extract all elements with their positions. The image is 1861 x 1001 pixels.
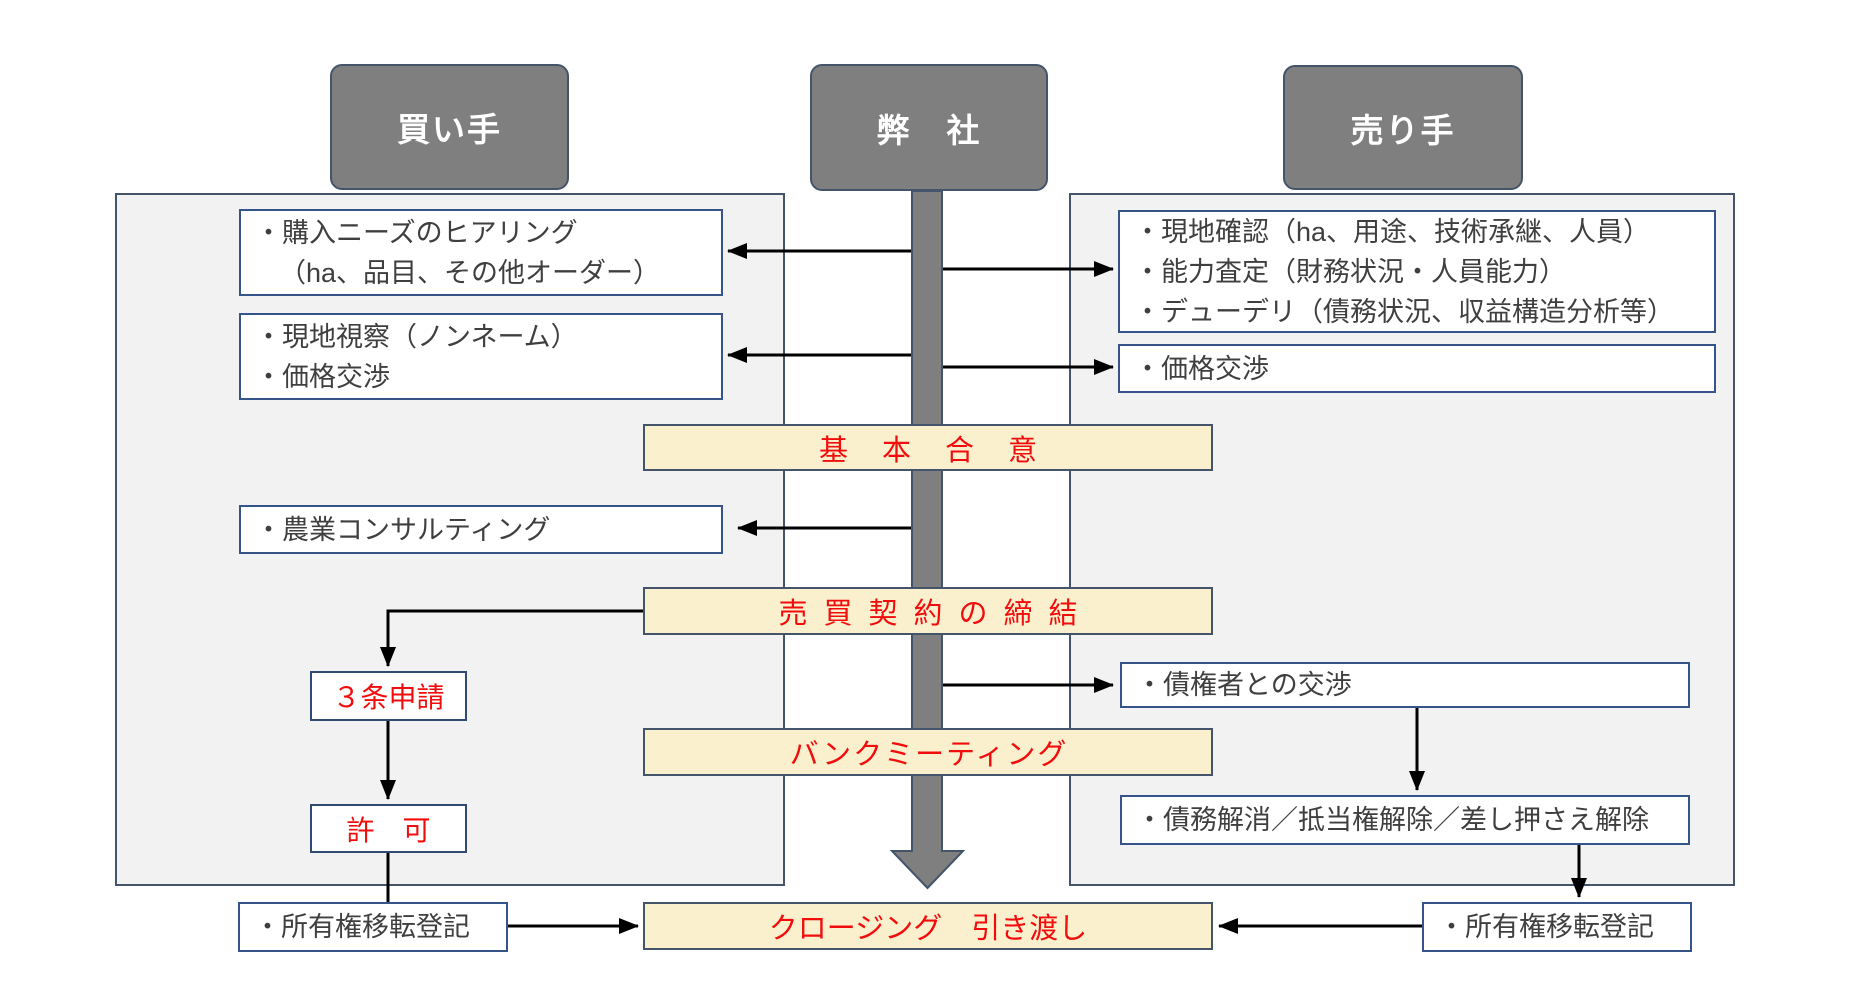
article3-application-label: ３条申請 — [332, 682, 445, 713]
header-buyer-label: 買い手 — [397, 111, 502, 148]
creditor-negotiation-label: ・債権者との交渉 — [1136, 670, 1352, 700]
milestone-bank-meeting-label: バンクミーティング — [789, 739, 1069, 771]
hearing-line2: （ha、品目、その他オーダー） — [279, 257, 661, 288]
site-check-box: ・現地確認（ha、用途、技術承継、人員） ・能力査定（財務状況・人員能力） ・デ… — [1118, 210, 1716, 333]
inspection-line2: ・価格交渉 — [255, 361, 390, 392]
check-line3: ・デューデリ（債務状況、収益構造分析等） — [1134, 296, 1674, 327]
milestone-closing: クロージング 引き渡し — [643, 902, 1213, 950]
ownership-registration-label-seller: ・所有権移転登記 — [1438, 912, 1654, 942]
hearing-line1: ・購入ニーズのヒアリング — [255, 217, 578, 248]
site-inspection-box: ・現地視察（ノンネーム） ・価格交渉 — [239, 313, 723, 400]
permission-label: 許 可 — [346, 814, 431, 846]
milestone-sales-contract: 売買契約の締結 — [643, 587, 1213, 635]
debt-resolution-box: ・債務解消／抵当権解除／差し押さえ解除 — [1120, 795, 1690, 845]
check-line2: ・能力査定（財務状況・人員能力） — [1134, 256, 1566, 287]
ownership-registration-label-buyer: ・所有権移転登記 — [254, 912, 470, 942]
check-line1: ・現地確認（ha、用途、技術承継、人員） — [1134, 216, 1651, 247]
company-flow-arrow — [889, 190, 966, 890]
milestone-basic-agreement: 基本合意 — [643, 424, 1213, 471]
ownership-registration-box-buyer: ・所有権移転登記 — [238, 902, 508, 952]
consulting-box: ・農業コンサルティング — [239, 505, 723, 554]
header-company: 弊 社 — [810, 64, 1048, 191]
ownership-registration-box-seller: ・所有権移転登記 — [1422, 902, 1692, 952]
price-negotiation-box-seller: ・価格交渉 — [1118, 344, 1716, 393]
hearing-box: ・購入ニーズのヒアリング （ha、品目、その他オーダー） — [239, 209, 723, 296]
price-negotiation-label: ・価格交渉 — [1134, 353, 1269, 384]
debt-resolution-label: ・債務解消／抵当権解除／差し押さえ解除 — [1136, 805, 1649, 835]
creditor-negotiation-box: ・債権者との交渉 — [1120, 662, 1690, 708]
consulting-label: ・農業コンサルティング — [255, 514, 551, 545]
header-seller-label: 売り手 — [1350, 111, 1456, 149]
milestone-sales-contract-label: 売買契約の締結 — [778, 598, 1094, 630]
article3-application-box: ３条申請 — [310, 671, 467, 721]
inspection-line1: ・現地視察（ノンネーム） — [255, 321, 578, 352]
header-seller: 売り手 — [1283, 65, 1523, 190]
header-company-label: 弊 社 — [876, 111, 982, 149]
milestone-basic-agreement-label: 基本合意 — [818, 434, 1071, 467]
header-buyer: 買い手 — [330, 64, 569, 190]
milestone-closing-label: クロージング 引き渡し — [768, 913, 1088, 945]
milestone-bank-meeting: バンクミーティング — [643, 728, 1213, 776]
permission-box: 許 可 — [310, 804, 467, 853]
